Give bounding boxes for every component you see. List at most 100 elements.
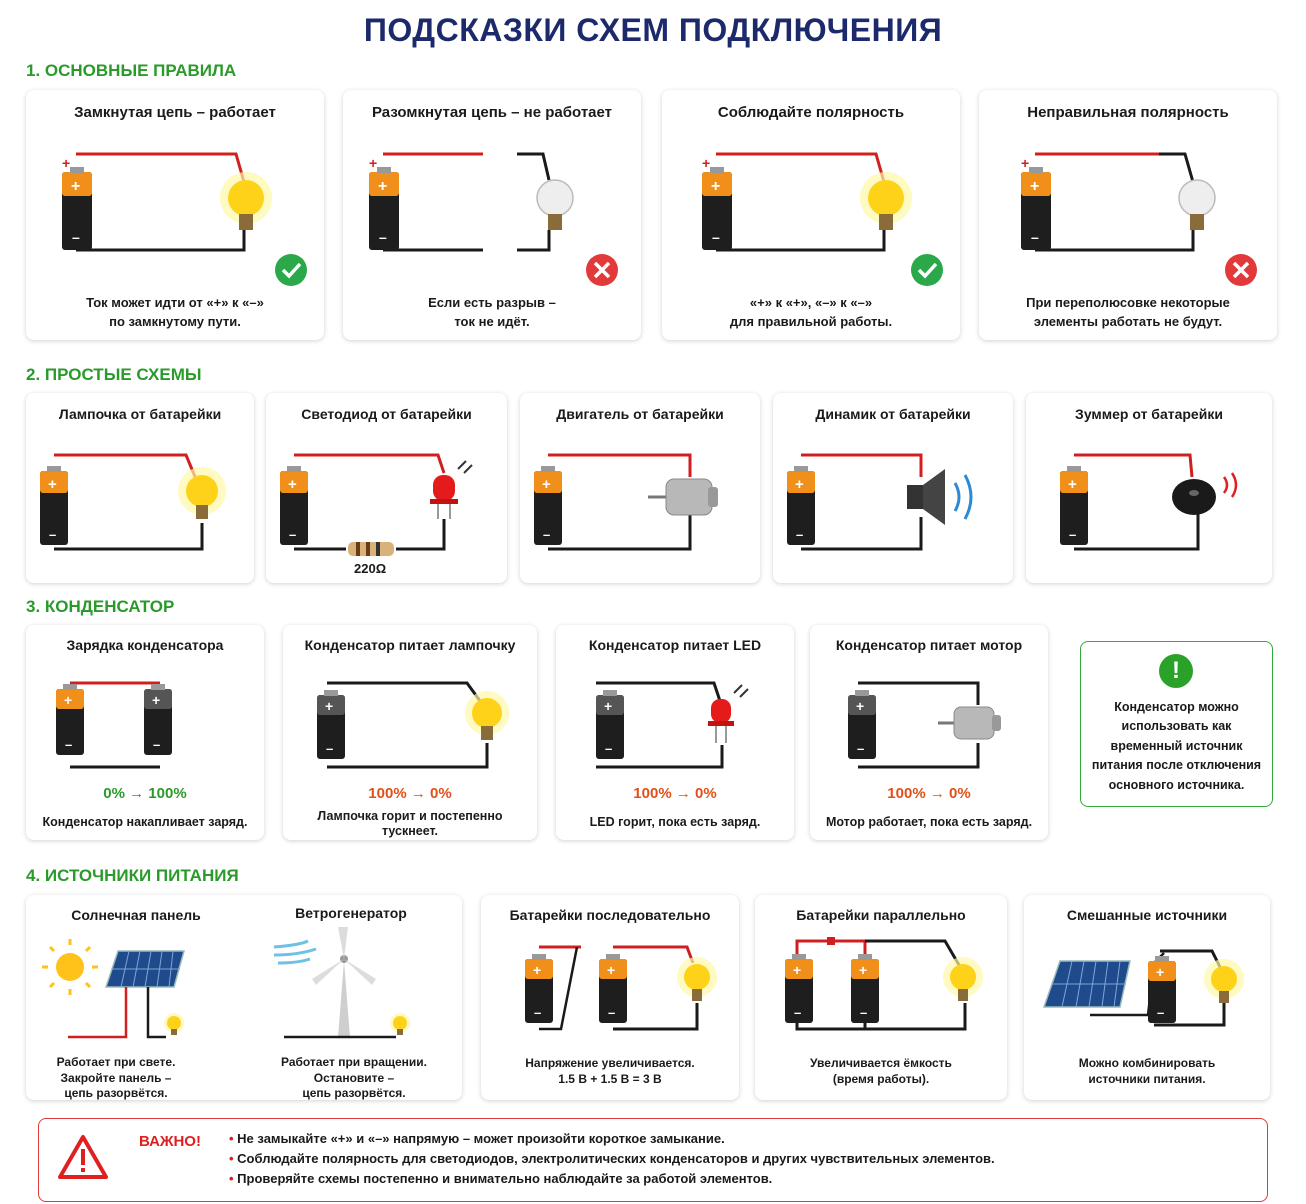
svg-text:+: +: [1021, 155, 1029, 171]
solar-panel-icon: [1042, 960, 1131, 1008]
speaker-icon: [907, 469, 973, 525]
warning-label: ВАЖНО!: [139, 1133, 201, 1150]
led-battery-diagram: + –: [280, 453, 473, 556]
svg-text:–: –: [326, 741, 333, 756]
bulb-lit-icon: [220, 172, 272, 230]
check-ok-icon: [275, 254, 307, 286]
svg-text:+: +: [859, 962, 867, 978]
card-series: Батарейки последовательно + – + – Напряж…: [481, 895, 739, 1100]
section-title-rules: 1. ОСНОВНЫЕ ПРАВИЛА: [26, 61, 237, 80]
svg-text:–: –: [49, 527, 56, 542]
card-title: Конденсатор питает мотор: [835, 637, 1023, 653]
buzzer-battery-diagram: + –: [1060, 453, 1238, 551]
svg-text:+: +: [1030, 178, 1039, 195]
led-red-icon: [708, 684, 749, 743]
svg-text:+: +: [48, 476, 57, 493]
battery-icon: + –: [702, 167, 732, 250]
cross-bad-icon: [1225, 254, 1257, 286]
discharge-percent: 100% → 0%: [633, 785, 717, 802]
card-cap-led: Конденсатор питает LED + – 100% → 0% LED…: [556, 625, 794, 840]
svg-text:+: +: [711, 178, 720, 195]
svg-text:+: +: [604, 698, 612, 714]
svg-text:–: –: [796, 527, 803, 542]
svg-text:–: –: [72, 229, 80, 245]
charge-percent: 0% → 100%: [103, 785, 187, 802]
resistor-icon: [348, 542, 394, 556]
svg-text:–: –: [712, 229, 720, 245]
wind-turbine-icon: [312, 927, 376, 1037]
svg-text:–: –: [534, 1005, 541, 1020]
battery-icon: + –: [1021, 167, 1051, 250]
card-desc: Если есть разрыв –ток не идёт.: [428, 295, 556, 329]
card-motor-battery: Двигатель от батарейки + –: [520, 393, 760, 583]
cap-charge-diagram: + – + –: [56, 681, 172, 769]
svg-text:–: –: [857, 741, 864, 756]
battery-icon: + –: [851, 954, 879, 1023]
svg-text:+: +: [64, 692, 72, 708]
svg-text:–: –: [605, 741, 612, 756]
card-buzzer-battery: Зуммер от батарейки + –: [1026, 393, 1272, 583]
buzzer-icon: [1172, 472, 1238, 515]
motor-icon: [938, 706, 1001, 740]
wind-icon: [273, 939, 317, 965]
bulb-lit-icon: [1204, 959, 1244, 1003]
warning-triangle-icon: [58, 1135, 108, 1179]
card-bulb-battery: Лампочка от батарейки + –: [26, 393, 254, 583]
svg-text:+: +: [288, 476, 297, 493]
card-title: Батарейки последовательно: [509, 907, 711, 923]
card-desc: Увеличивается ёмкость(время работы).: [810, 1056, 952, 1087]
bulb-off-icon: [536, 179, 574, 230]
svg-text:+: +: [542, 476, 551, 493]
cap-motor-diagram: + –: [848, 681, 1001, 769]
solar-panel-icon: [104, 950, 185, 988]
wrong-polarity-diagram: + + –: [1021, 152, 1257, 286]
card-title: Динамик от батарейки: [815, 406, 971, 422]
svg-text:+: +: [71, 178, 80, 195]
battery-icon: + –: [785, 954, 813, 1023]
bulb-off-icon: [1178, 179, 1216, 230]
svg-text:+: +: [533, 962, 541, 978]
card-desc: LED горит, пока есть заряд.: [589, 815, 761, 829]
polarity-diagram: + + –: [702, 152, 943, 286]
svg-text:–: –: [1069, 527, 1076, 542]
card-mixed: Смешанные источники + – Можно комбиниров…: [1024, 895, 1270, 1100]
card-title: Смешанные источники: [1066, 907, 1228, 923]
card-closed-circuit: Замкнутая цепь – работает + + – Ток може…: [26, 90, 324, 340]
card-title-wind: Ветрогенератор: [295, 905, 407, 921]
svg-text:–: –: [1031, 229, 1039, 245]
battery-icon: + –: [534, 466, 562, 545]
motor-battery-diagram: + –: [534, 453, 718, 551]
capacitor-icon: + –: [144, 684, 172, 755]
svg-text:–: –: [860, 1005, 867, 1020]
svg-text:+: +: [795, 476, 804, 493]
card-desc: Конденсатор накапливает заряд.: [42, 815, 248, 829]
battery-icon: + –: [62, 167, 92, 250]
led-red-icon: [430, 460, 473, 519]
capacitor-icon: + –: [596, 690, 624, 759]
mixed-diagram: + –: [1042, 949, 1244, 1027]
card-polarity: Соблюдайте полярность + + – «+» к «+», «…: [662, 90, 960, 340]
card-title: Конденсатор питает LED: [588, 637, 762, 653]
card-open-circuit: Разомкнутая цепь – не работает + + – Есл…: [343, 90, 641, 340]
warning-item: Соблюдайте полярность для светодиодов, э…: [229, 1149, 995, 1169]
svg-text:+: +: [62, 155, 70, 171]
cross-bad-icon: [586, 254, 618, 286]
svg-text:–: –: [1157, 1005, 1164, 1020]
card-desc-solar: Работает при свете.Закройте панель –цепь…: [56, 1055, 176, 1100]
discharge-percent: 100% → 0%: [368, 785, 452, 802]
card-cap-charge: Зарядка конденсатора + – + – 0% → 100% К…: [26, 625, 264, 840]
card-title: Двигатель от батарейки: [556, 406, 724, 422]
svg-text:–: –: [379, 229, 387, 245]
card-title: Конденсатор питает лампочку: [304, 637, 516, 653]
card-title: Батарейки параллельно: [796, 907, 966, 923]
svg-text:–: –: [794, 1005, 801, 1020]
sun-icon: [42, 939, 98, 995]
bulb-battery-diagram: + –: [40, 453, 226, 551]
battery-icon: + –: [787, 466, 815, 545]
bulb-lit-icon: [860, 172, 912, 230]
card-title: Соблюдайте полярность: [717, 104, 905, 121]
resistor-label: 220Ω: [354, 561, 387, 576]
svg-text:+: +: [369, 155, 377, 171]
discharge-percent: 100% → 0%: [887, 785, 971, 802]
